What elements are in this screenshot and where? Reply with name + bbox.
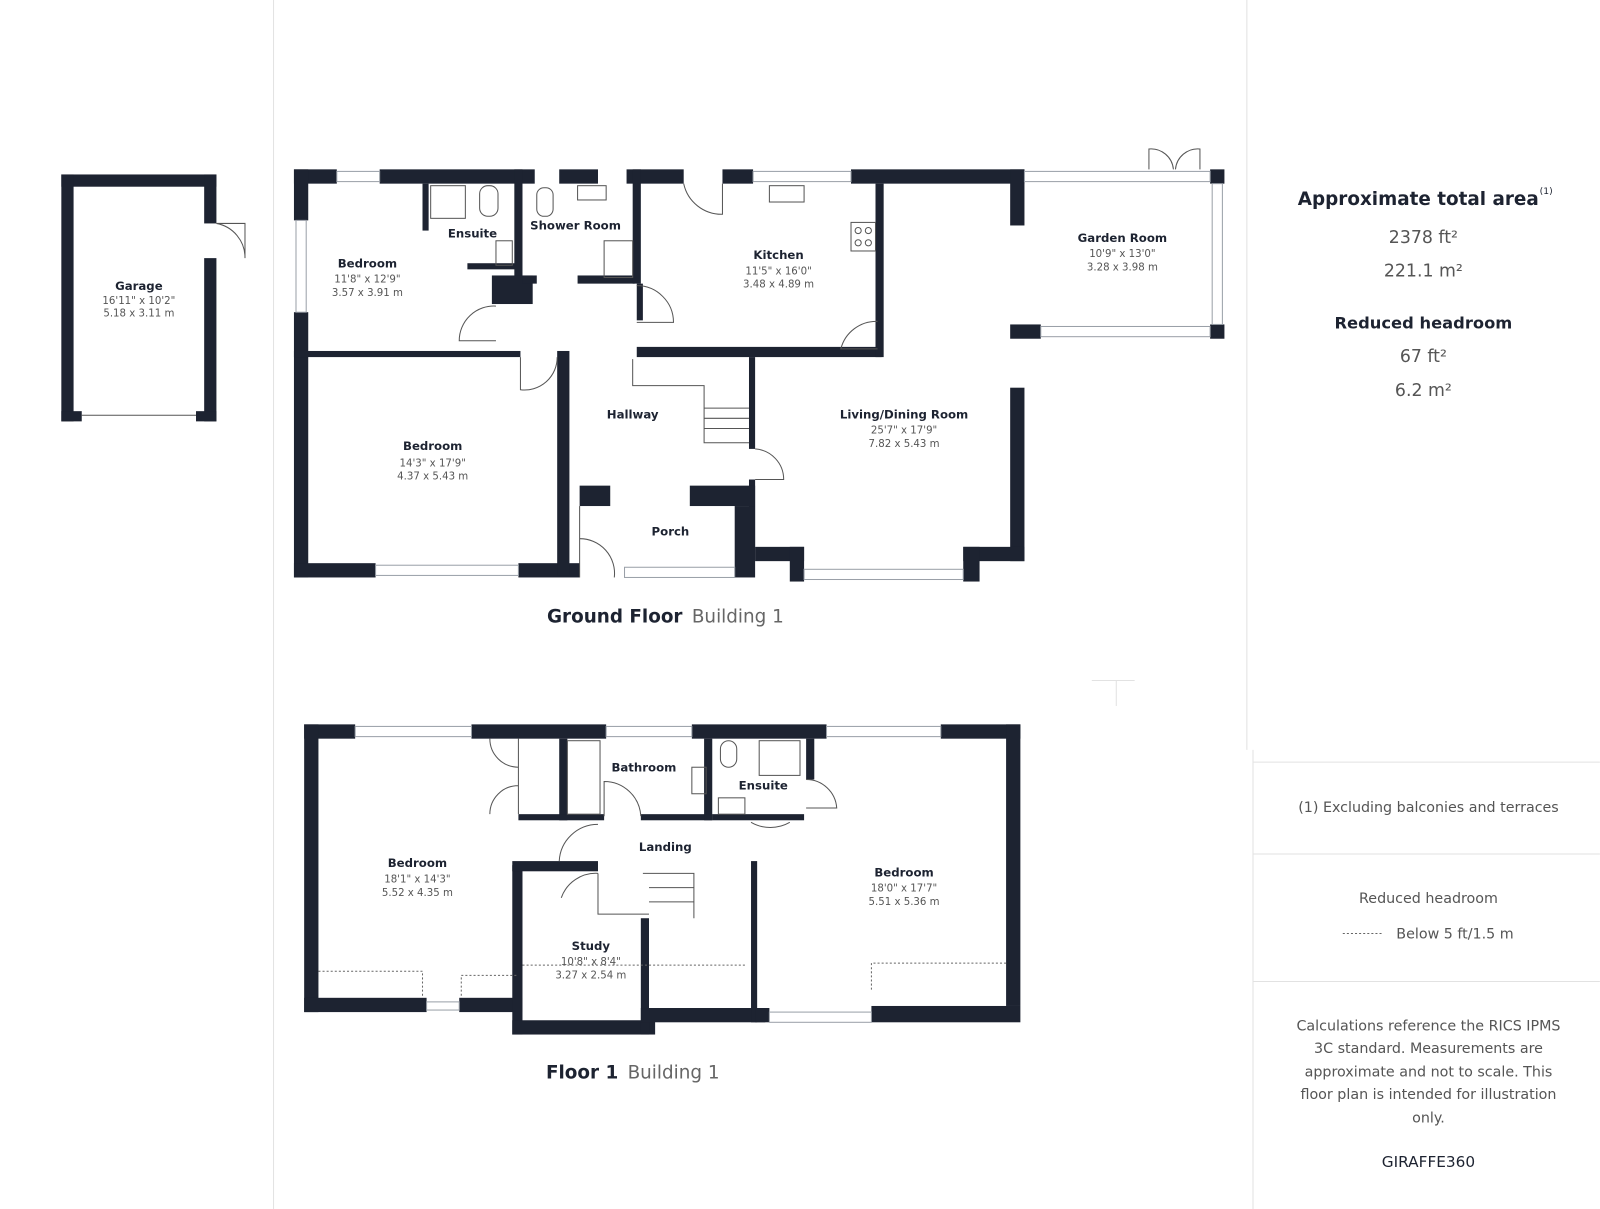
total-area-m: 221.1 m² [1384, 261, 1463, 281]
reduced-area-ft: 67 ft² [1400, 347, 1447, 367]
room-name: Landing [639, 840, 692, 854]
svg-text:7.82 x 5.43 m: 7.82 x 5.43 m [869, 439, 940, 450]
area-summary-panel: Approximate total area (1) 2378 ft² 221.… [1296, 186, 1560, 1171]
svg-text:11'8" x 12'9": 11'8" x 12'9" [334, 275, 400, 286]
room-name: Garden Room [1078, 231, 1167, 245]
room-name: Bedroom [388, 856, 447, 870]
ground-floor-plan: Bedroom 11'8" x 12'9" 3.57 x 3.91 m Ensu… [293, 148, 1225, 627]
garage: Garage 16'11" x 10'2" 5.18 x 3.11 m [61, 174, 246, 422]
room-name: Porch [652, 525, 690, 539]
room-name: Hallway [607, 407, 659, 421]
total-area-ft: 2378 ft² [1389, 228, 1458, 248]
disclaimer-line: floor plan is intended for illustration [1300, 1087, 1556, 1103]
svg-text:3.57 x 3.91 m: 3.57 x 3.91 m [332, 288, 403, 299]
room-name: Bedroom [338, 256, 397, 270]
svg-text:3.28 x 3.98 m: 3.28 x 3.98 m [1087, 262, 1158, 273]
room-name: Ensuite [448, 227, 497, 241]
room-name: Garage [115, 279, 163, 293]
svg-text:14'3" x 17'9": 14'3" x 17'9" [400, 458, 466, 469]
room-name: Bathroom [611, 760, 676, 774]
svg-text:5.52 x 4.35 m: 5.52 x 4.35 m [382, 888, 453, 899]
building-label: Building 1 [692, 606, 784, 627]
floor-title: Ground Floor [547, 606, 683, 627]
legend-title: Reduced headroom [1359, 891, 1498, 907]
svg-text:5.51 x 5.36 m: 5.51 x 5.36 m [869, 897, 940, 908]
footnote: (1) Excluding balconies and terraces [1298, 800, 1559, 816]
room-name: Study [572, 939, 611, 953]
disclaimer-line: only. [1412, 1110, 1445, 1126]
disclaimer-line: 3C standard. Measurements are [1314, 1041, 1543, 1057]
floor-1-plan: Bathroom Ensuite Landing Bedroom 18'1" x… [304, 724, 1021, 1083]
floor-title: Floor 1 [546, 1062, 618, 1083]
svg-text:16'11" x 10'2": 16'11" x 10'2" [102, 296, 175, 307]
room-name: Bedroom [874, 865, 933, 879]
svg-text:11'5" x 16'0": 11'5" x 16'0" [745, 266, 811, 277]
room-name: Shower Room [530, 219, 621, 233]
svg-text:18'0" x 17'7": 18'0" x 17'7" [871, 884, 937, 895]
svg-text:25'7" x 17'9": 25'7" x 17'9" [871, 426, 937, 437]
svg-text:3.48 x 4.89 m: 3.48 x 4.89 m [743, 280, 814, 291]
reduced-area-m: 6.2 m² [1395, 381, 1452, 401]
disclaimer-line: Calculations reference the RICS IPMS [1296, 1018, 1560, 1034]
brand-logo: GIRAFFE360 [1382, 1153, 1475, 1171]
room-name: Ensuite [739, 779, 788, 793]
room-name: Kitchen [753, 248, 803, 262]
svg-text:(1): (1) [1540, 186, 1553, 197]
svg-text:10'8" x 8'4": 10'8" x 8'4" [561, 957, 621, 968]
reduced-headroom-heading: Reduced headroom [1334, 314, 1512, 333]
total-area-heading: Approximate total area [1298, 189, 1539, 210]
svg-text:18'1" x 14'3": 18'1" x 14'3" [384, 875, 450, 886]
svg-text:4.37 x 5.43 m: 4.37 x 5.43 m [397, 472, 468, 483]
legend-item: Below 5 ft/1.5 m [1396, 927, 1513, 943]
svg-text:10'9" x 13'0": 10'9" x 13'0" [1089, 249, 1155, 260]
disclaimer-line: approximate and not to scale. This [1305, 1064, 1553, 1080]
svg-text:3.27 x 2.54 m: 3.27 x 2.54 m [555, 970, 626, 981]
room-name: Bedroom [403, 439, 462, 453]
svg-text:5.18 x 3.11 m: 5.18 x 3.11 m [103, 308, 174, 319]
room-name: Living/Dining Room [840, 407, 968, 421]
building-label: Building 1 [628, 1062, 720, 1083]
